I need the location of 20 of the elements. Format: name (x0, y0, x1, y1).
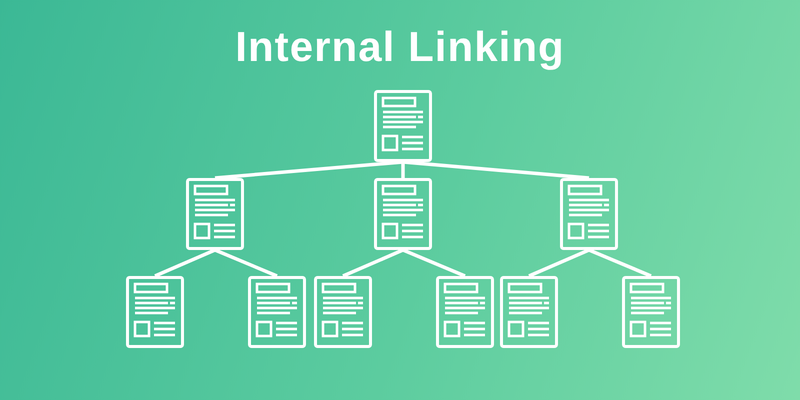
document-drawing (374, 90, 432, 162)
document-drawing (374, 178, 432, 250)
connector-line (214, 160, 404, 180)
connector-line (528, 248, 590, 278)
document-drawing (248, 276, 306, 348)
document-drawing (622, 276, 680, 348)
connector-line (402, 160, 590, 180)
document-drawing (186, 178, 244, 250)
connector-line (588, 248, 652, 278)
connector-line (401, 162, 405, 178)
connector-line (402, 248, 466, 278)
connector-line (214, 248, 278, 278)
document-drawing (126, 276, 184, 348)
connector-line (154, 248, 216, 278)
document-drawing (560, 178, 618, 250)
document-drawing (436, 276, 494, 348)
document-drawing (500, 276, 558, 348)
title: Internal Linking (235, 26, 565, 68)
document-drawing (314, 276, 372, 348)
connector-line (342, 248, 404, 278)
